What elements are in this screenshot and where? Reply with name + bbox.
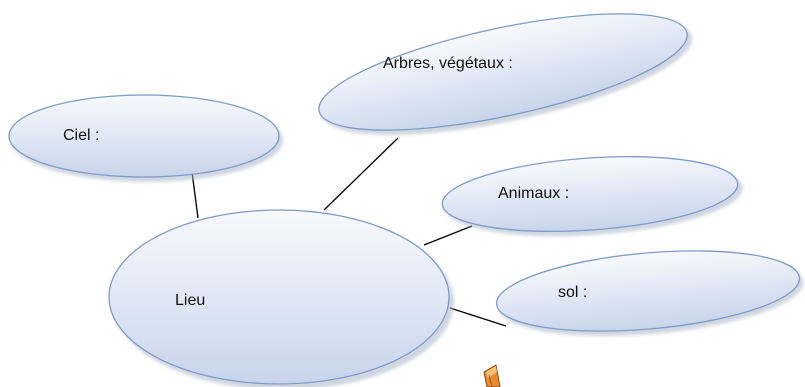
node-arbres-bubble — [318, 13, 688, 131]
node-ciel-label: Ciel : — [63, 127, 99, 144]
node-lieu-bubble — [108, 209, 450, 385]
node-lieu-label: Lieu — [175, 292, 205, 309]
node-animaux-label: Animaux : — [498, 185, 569, 202]
connector-sol — [449, 307, 507, 327]
node-ciel: Ciel : — [8, 94, 283, 182]
node-sol: sol : — [495, 250, 804, 337]
connector-arbres — [323, 137, 399, 211]
node-animaux-bubble — [441, 155, 739, 233]
connector-animaux — [423, 225, 473, 246]
node-arbres-label: Arbres, végétaux : — [383, 55, 513, 72]
node-ciel-bubble — [8, 94, 280, 178]
node-animaux: Animaux : — [441, 155, 743, 237]
connector-ciel — [191, 171, 199, 219]
node-arbres: Arbres, végétaux : — [318, 13, 693, 136]
node-lieu: Lieu — [108, 209, 454, 387]
pencil-icon — [483, 364, 501, 387]
node-sol-bubble — [495, 250, 801, 332]
connectors — [191, 137, 507, 327]
node-sol-label: sol : — [558, 284, 587, 301]
